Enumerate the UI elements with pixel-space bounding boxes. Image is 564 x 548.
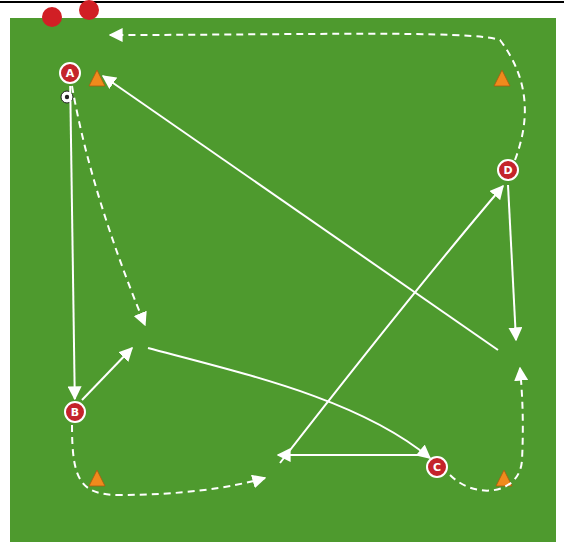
passes: [82, 76, 516, 463]
player-letter: D: [503, 165, 512, 176]
player-letter: A: [66, 68, 75, 79]
cones: [89, 70, 512, 486]
ball-supply: [42, 7, 62, 27]
player-letter: B: [71, 407, 79, 418]
player-runs: [72, 34, 525, 495]
player-marker: D: [497, 159, 519, 181]
ball-supply: [79, 0, 99, 20]
player-letter: C: [433, 462, 441, 473]
player-marker: B: [64, 401, 86, 423]
pitch: [10, 18, 556, 542]
player-marker: A: [59, 62, 81, 84]
pass-arrow: [70, 86, 75, 399]
player-marker: C: [426, 456, 448, 478]
